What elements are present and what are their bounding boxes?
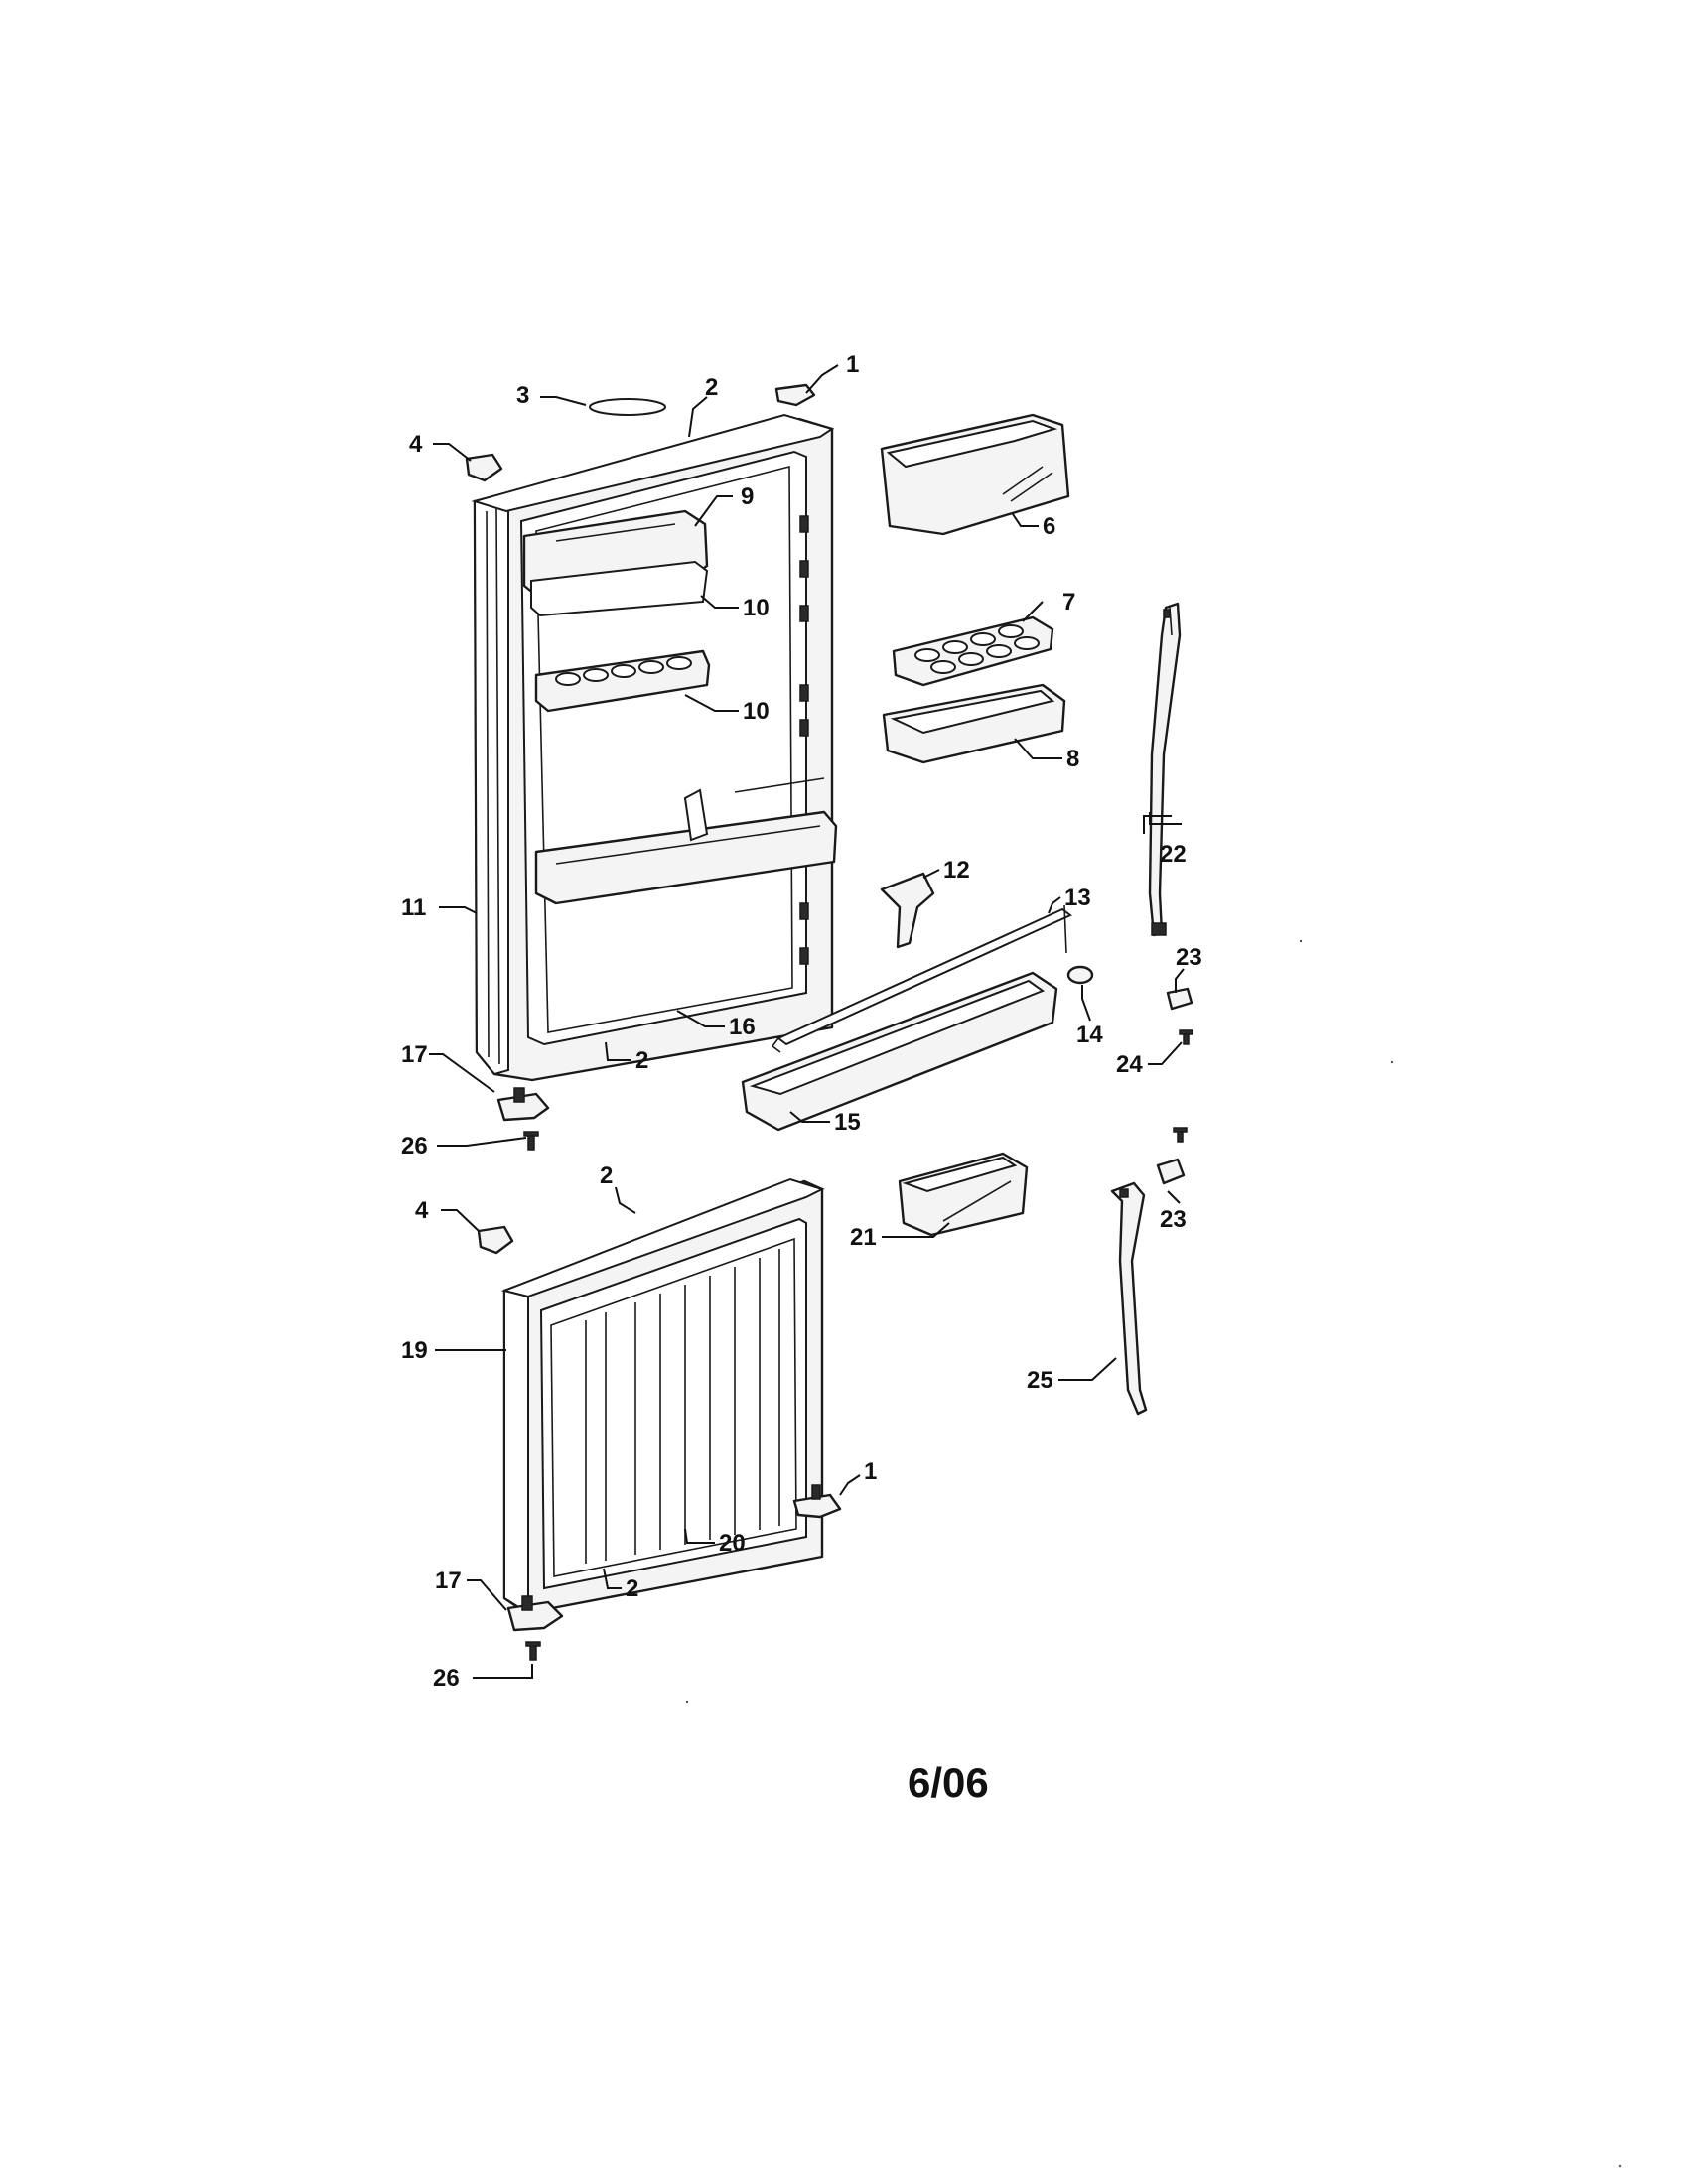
freezer-bin xyxy=(898,1152,1029,1237)
callout-23-lower: 23 xyxy=(1160,1206,1187,1233)
lower-handle xyxy=(1110,1181,1148,1416)
egg-tray xyxy=(892,615,1054,687)
date-code: 6/06 xyxy=(908,1759,989,1806)
freezer-gasket-top xyxy=(500,1177,825,1298)
callout-7: 7 xyxy=(1062,589,1075,615)
callout-3: 3 xyxy=(516,382,529,409)
door-egg-shelf xyxy=(534,649,711,713)
callout-2-upper-top: 2 xyxy=(705,374,718,401)
callout-4-upper: 4 xyxy=(409,431,423,458)
leader-lines xyxy=(429,364,1185,1679)
dairy-compartment xyxy=(880,413,1070,536)
callout-26-lower: 26 xyxy=(433,1665,460,1692)
freezer-liner-ribs xyxy=(585,1249,780,1564)
callout-8: 8 xyxy=(1066,746,1079,772)
callout-17-lower: 17 xyxy=(435,1568,462,1594)
callout-4-lower: 4 xyxy=(415,1197,429,1224)
callout-17-upper: 17 xyxy=(401,1041,428,1068)
callout-16: 16 xyxy=(729,1014,756,1040)
callout-12: 12 xyxy=(943,857,970,884)
hinge-cap-lower xyxy=(792,1493,842,1519)
handle-bracket-lower xyxy=(1156,1158,1186,1185)
freezer-door xyxy=(502,1179,824,1615)
hinge-cap-upper xyxy=(774,383,816,407)
plug xyxy=(1066,965,1094,985)
callout-19: 19 xyxy=(401,1337,428,1364)
callout-13: 13 xyxy=(1064,885,1091,911)
callout-2-lower-top: 2 xyxy=(600,1162,613,1189)
retainer xyxy=(880,872,935,949)
screw-lower xyxy=(525,1641,541,1661)
callout-21: 21 xyxy=(850,1224,877,1251)
callout-2-upper-bottom: 2 xyxy=(635,1047,648,1074)
callout-25: 25 xyxy=(1027,1367,1053,1394)
wire-rod xyxy=(771,904,1072,1053)
hinge-cap-lower-pin xyxy=(811,1484,821,1500)
door-bin xyxy=(882,683,1066,764)
callout-20: 20 xyxy=(719,1530,746,1557)
hinge-cover-lower xyxy=(477,1225,514,1255)
callout-9: 9 xyxy=(741,483,754,510)
liner-rail xyxy=(799,515,809,965)
callout-24: 24 xyxy=(1116,1051,1143,1078)
callout-6: 6 xyxy=(1043,513,1055,540)
callout-15: 15 xyxy=(834,1109,861,1136)
callouts: 1 2 3 4 6 9 10 7 10 8 22 12 13 11 23 14 … xyxy=(401,351,1202,1692)
door-large-shelf xyxy=(534,777,838,905)
hinge-pin-lower xyxy=(521,1595,533,1611)
callout-2-lower-bottom: 2 xyxy=(626,1575,638,1602)
door-gasket-top xyxy=(471,413,835,513)
callout-14: 14 xyxy=(1076,1022,1103,1048)
callout-1-lower: 1 xyxy=(864,1458,877,1485)
hinge-cover-upper xyxy=(465,453,503,482)
handle-screw xyxy=(1173,1029,1193,1143)
door-liner-bottom xyxy=(543,992,807,1045)
callout-22: 22 xyxy=(1160,841,1187,868)
hinge-pin-upper xyxy=(513,1087,525,1103)
handle-bracket-upper xyxy=(1166,987,1193,1011)
callout-26-upper: 26 xyxy=(401,1133,428,1160)
door-dairy-bin xyxy=(522,509,709,617)
shelf-bin xyxy=(741,971,1058,1132)
callout-11: 11 xyxy=(401,894,426,921)
callout-10-lower: 10 xyxy=(743,698,770,725)
upper-handle xyxy=(1148,602,1182,937)
screw-upper xyxy=(523,1131,539,1151)
callout-23-upper: 23 xyxy=(1176,944,1202,971)
nameplate xyxy=(589,398,666,416)
scan-specks xyxy=(685,939,1622,2168)
hinge-bracket-upper xyxy=(496,1092,550,1122)
callout-1-top: 1 xyxy=(846,351,859,378)
callout-10-upper: 10 xyxy=(743,595,770,621)
